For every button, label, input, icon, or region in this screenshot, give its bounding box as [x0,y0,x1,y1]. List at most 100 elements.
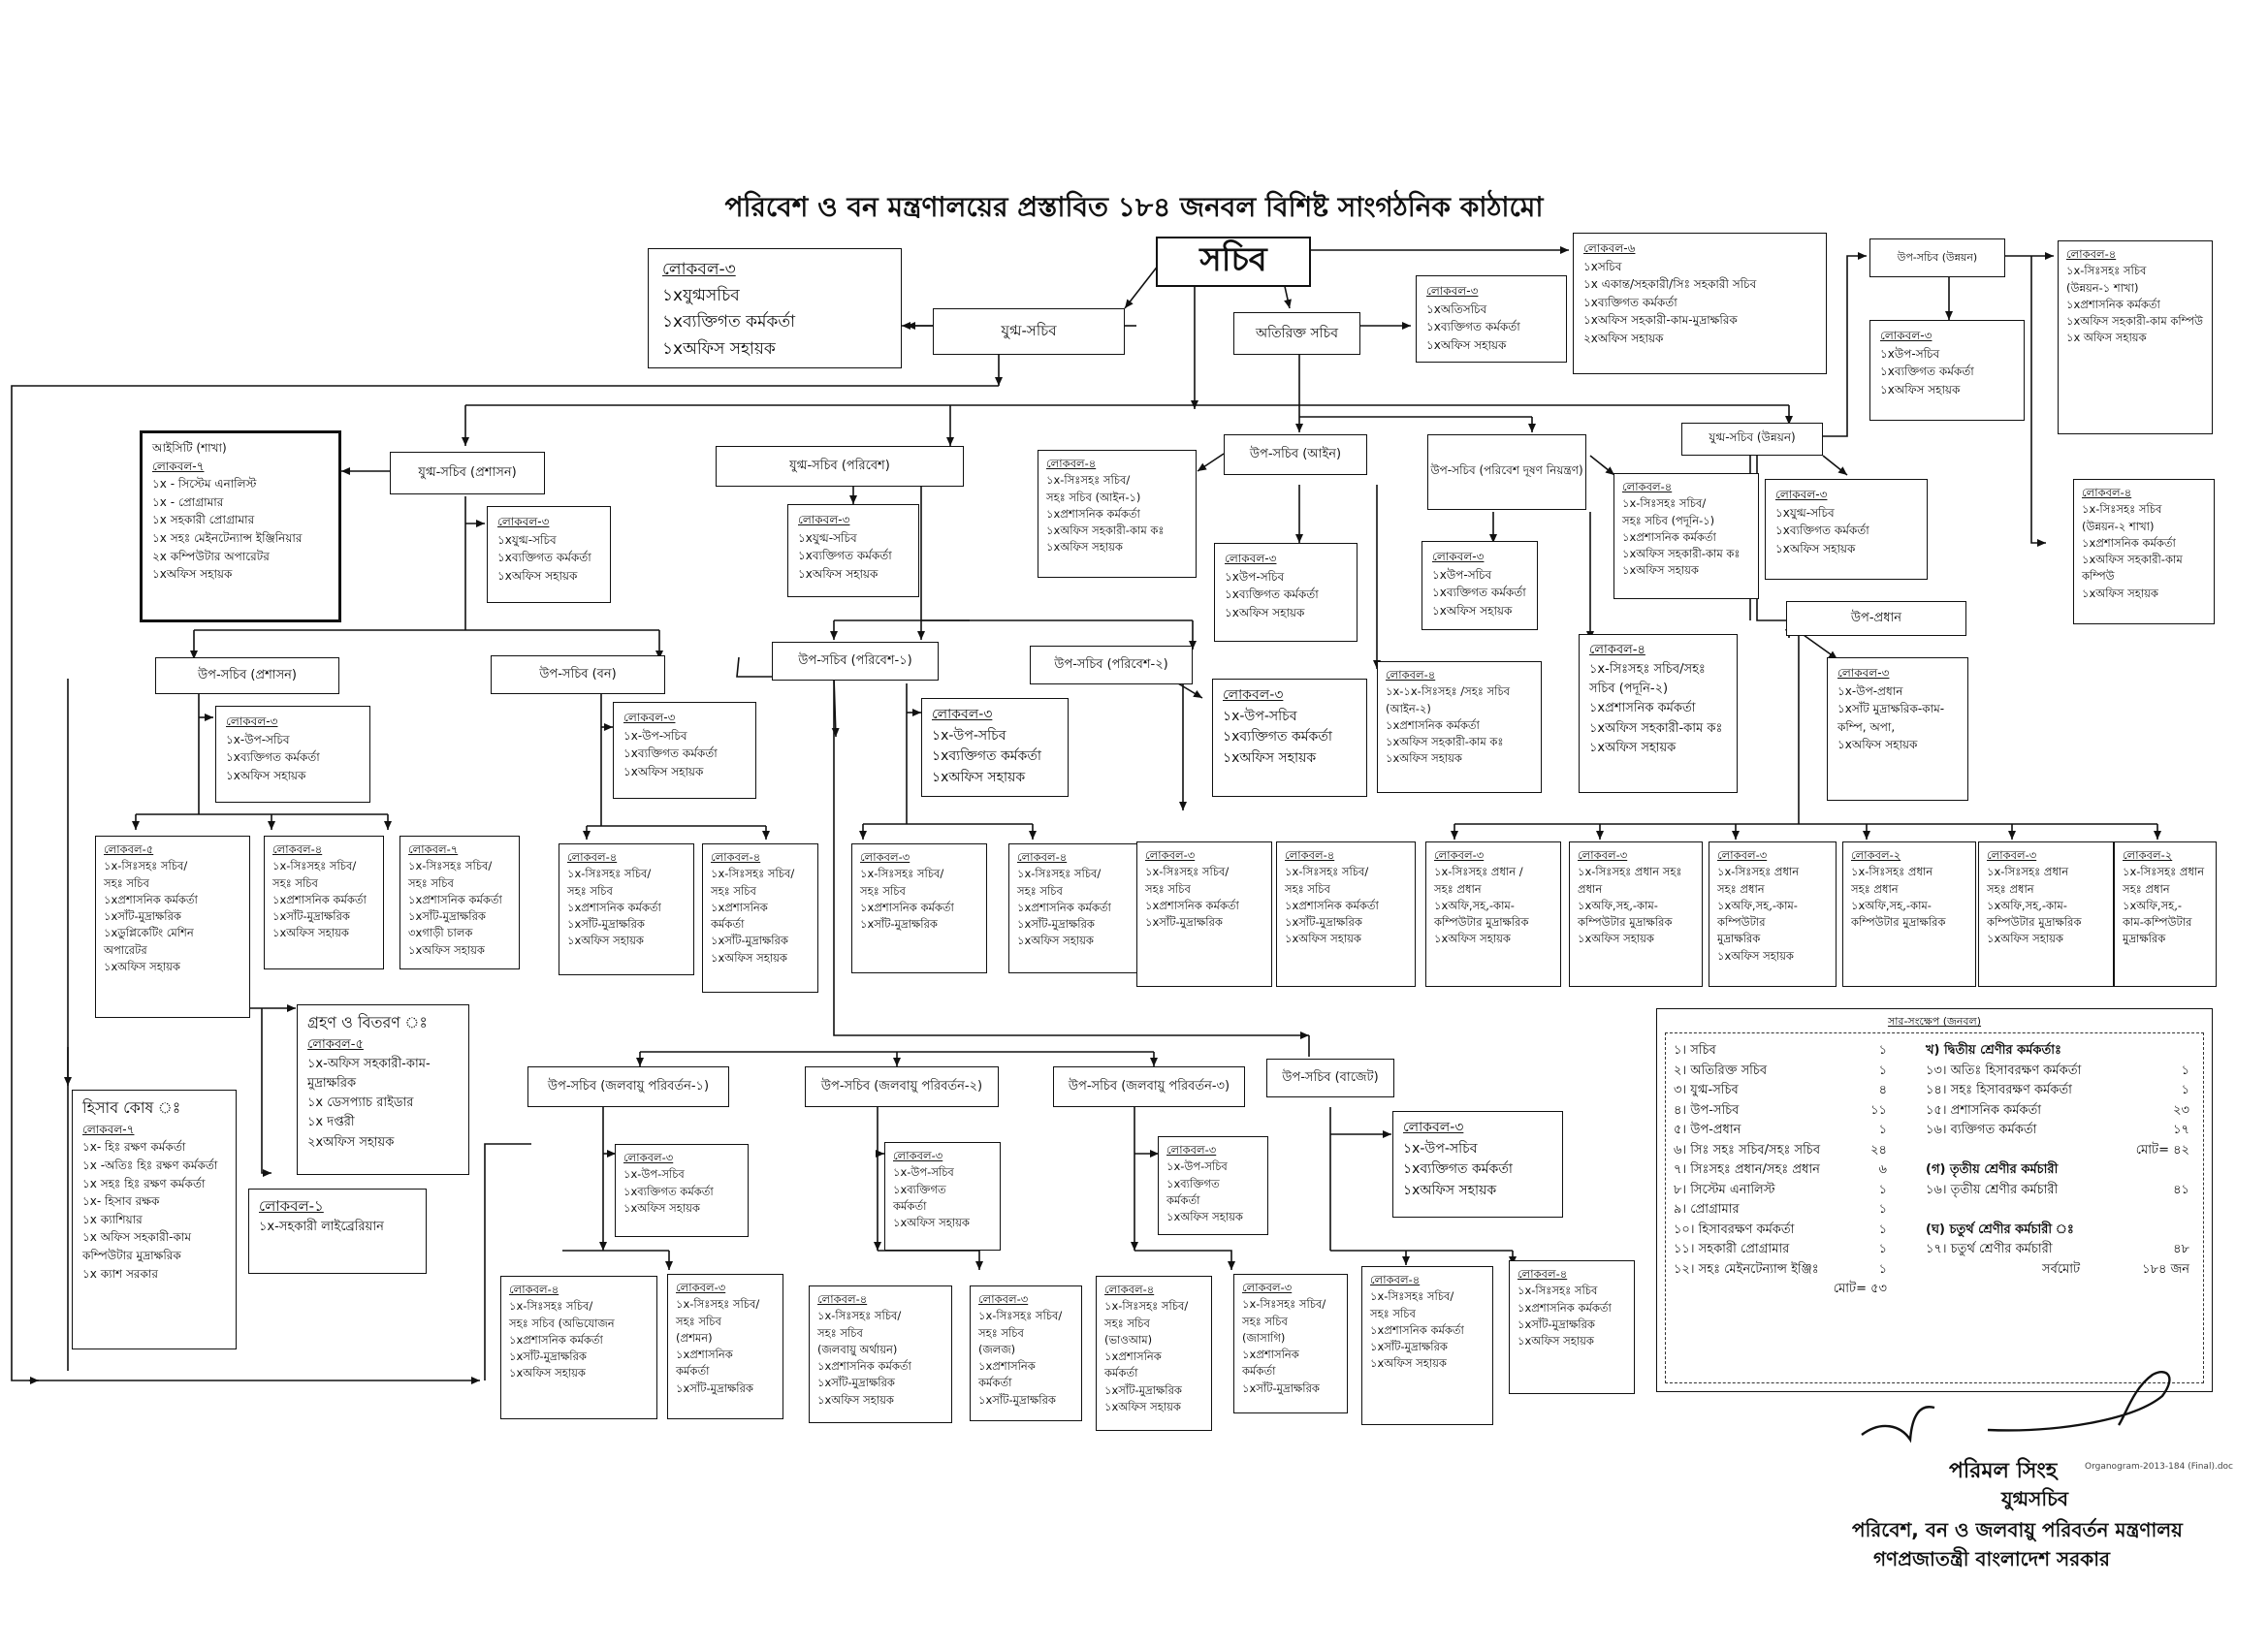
staff-line: ১xঅফি,সহ,-কাম- [1851,898,1932,912]
staff-line: ১xব্যক্তিগত কর্মকর্তা [662,312,796,333]
staff-line: ১x - সিস্টেম এনালিস্ট [152,477,257,492]
staff-line: ১xব্যক্তিগত কর্মকর্তা [1775,524,1869,538]
staff-line: ১xব্যক্তিগত কর্মকর্তা [1880,365,1974,379]
ds-law-staff-box: লোকবল-৩ ১xউপ-সচিব ১xব্যক্তিগত কর্মকর্তা … [1214,543,1358,642]
staff-heading: লোকবল-৪ [1285,848,1335,862]
ministry-name: পরিবেশ, বন ও জলবায়ু পরিবর্তন মন্ত্রণালয… [1852,1518,2183,1541]
staff-line: ১xসাঁট-মুদ্রাক্ষরিক [408,909,486,923]
staff-line: ১xসাঁট-মুদ্রাক্ষরিক [509,1349,587,1363]
staff-line: ১x-সিঃসহঃ সচিব/ [817,1309,902,1323]
bottom-section-box: লোকবল-৩ ১x-সিঃসহঃ সচিব/ সহঃ সচিব (জলজ) ১… [970,1285,1082,1421]
staff-line: ১x-সিঃসহঃ সচিব/ [1104,1299,1189,1314]
staff-line: সহঃ সচিব [1104,1316,1150,1330]
staff-line: ১xপ্রশাসনিক কর্মকর্তা [860,900,954,914]
staff-line: ১x-সিঃসহঃ সচিব/ [1145,865,1230,879]
staff-line: ১xঅফিস সহায়ক [798,566,878,581]
staff-line: কাম-কম্পিউটার [2123,915,2192,929]
staff-line: ১xপ্রশাসনিক কর্মকর্তা [1046,506,1140,521]
staff-line: ১xঅফি,সহ,-কাম- [1434,898,1515,912]
staff-line: ১xপ্রশাসনিক কর্মকর্তা [1517,1300,1612,1315]
staff-heading: লোকবল-৩ [1145,848,1196,862]
staff-line: ১xঅফিস সহায়ক [226,768,306,782]
staff-line: ১xঅফিস সহকারী-কাম কম্পিউ [2066,314,2203,328]
staff-line: ১xঅফিস সহায়ক [1370,1356,1447,1371]
staff-line: ১xব্যক্তিগত কর্মকর্তা [1426,320,1520,334]
summary-row: ১৭। চতুর্থ শ্রেণীর কর্মচারী৪৮ [1926,1242,2189,1256]
staff-line: ১xঅফিস সহায়ক [1517,1334,1594,1348]
ds-dev-staff-box: লোকবল-৩ ১xউপ-সচিব ১xব্যক্তিগত কর্মকর্তা … [1869,320,2025,421]
staff-line: ১x-সিঃসহঃ সচিব/ [1046,473,1131,488]
section-box: লোকবল-৪ ১x-সিঃসহঃ সচিব/ সহঃ সচিব ১xপ্রশা… [1008,843,1138,973]
bottom-section-box: লোকবল-৪ ১x-সিঃসহঃ সচিব/ সহঃ সচিব ১xপ্রশা… [1361,1266,1493,1425]
staff-line: ১xঅফিস সহায়ক [1166,1210,1243,1223]
staff-heading: লোকবল-৩ [1717,848,1768,862]
staff-line: ১x সহকারী প্রোগ্রামার [152,513,255,527]
staff-line: ১x- হিসাব রক্ষক [82,1194,160,1209]
section-box: লোকবল-২ ১x-সিঃসহঃ প্রধান সহঃ প্রধান ১xঅফ… [1842,841,1976,987]
staff-line: ১xব্যক্তিগত কর্মকর্তা [1583,295,1677,309]
staff-line: ১xসাঁট-মুদ্রাক্ষরিক [1242,1380,1320,1395]
staff-line: কর্মকর্তা [1104,1366,1138,1380]
staff-line: ১x-সিঃসহঃ সচিব [2082,502,2162,517]
deputy-chief-box: উপ-প্রধান [1786,601,1966,636]
staff-line: ১x-উপ-সচিব [623,1167,685,1182]
staff-line: ১x-সিঃসহঃ সচিব/ [408,859,493,873]
staff-line: ১xসাঁট-মুদ্রাক্ষরিক [104,909,181,923]
section-box: লোকবল-৩ ১x-সিঃসহঃ প্রধান সহঃ প্রধান ১xঅফ… [1978,841,2114,987]
law-2-box: লোকবল-৪ ১x-১x-সিঃসহঃ /সহঃ সচিব (আইন-২) ১… [1377,661,1542,793]
staff-line: সহঃ প্রধান [1851,881,1899,896]
staff-line: ১xপ্রশাসনিক কর্মকর্তা [567,900,661,914]
staff-line: ১xপ্রশাসনিক কর্মকর্তা [408,892,502,906]
staff-heading: লোকবল-৩ [1432,550,1485,563]
staff-line: ১xপ্রশাসনিক [676,1348,733,1361]
staff-line: ১xপ্রশাসনিক [1104,1349,1162,1363]
ds-env2-box: উপ-সচিব (পরিবেশ-২) [1030,646,1193,684]
summary-row: ১৪। সহঃ হিসাবরক্ষণ কর্মকর্তা১ [1926,1083,2189,1097]
staff-line: ১xসাঁট মুদ্রাক্ষরিক-কাম- [1837,702,1945,716]
staff-line: ১xব্যক্তিগত কর্মকর্তা [1223,729,1332,746]
staff-line: ১xঅফিস সহায়ক [662,338,776,359]
secy-staff-box: লোকবল-৬ ১xসচিব ১x একান্ত/সহকারী/সিঃ সহকা… [1573,233,1827,374]
summary-row: ১৩। অতিঃ হিসাবরক্ষণ কর্মকর্তা১ [1926,1063,2189,1078]
staff-line: ১x অফিস সহায়ক [2066,331,2147,345]
staff-line: ১xঅফিস সহায়ক [1046,540,1123,555]
staff-line: ১xউপ-সচিব [1880,346,1940,361]
staff-line: ১xঅফিস সহকারী-কাম কঃ [1046,524,1165,537]
section-box: লোকবল-৩ ১x-সিঃসহঃ প্রধান সহঃ প্রধান ১xঅফ… [1709,841,1837,987]
section-box: লোকবল-৩ ১x-সিঃসহঃ সচিব/ সহঃ সচিব ১xপ্রশা… [1136,841,1272,987]
staff-line: ১xপ্রশাসনিক কর্মকর্তা [1370,1322,1464,1337]
staff-heading: লোকবল-৩ [226,714,278,728]
staff-line: (ভাওআম) [1104,1332,1153,1347]
staff-line: ১xঅফিস সহকারী-কাম কঃ [1386,735,1504,748]
staff-heading: লোকবল-৪ [509,1283,559,1296]
ict-cell-box: আইসিটি (শাখা) লোকবল-৭ ১x - সিস্টেম এনালি… [140,430,341,622]
staff-line: প্রধান [1578,881,1603,896]
bottom-section-box: লোকবল-৪ ১x-সিঃসহঃ সচিব/ সহঃ সচিব (জলবায়… [809,1285,952,1423]
staff-line: ১x-সিঃসহঃ সচিব/ [567,867,652,881]
staff-line: ১x ক্যাশ সরকার [82,1266,158,1281]
staff-heading: লোকবল-১ [259,1197,324,1215]
staff-line: ১x-উপ-সচিব [932,727,1006,744]
staff-line: ১x-সিঃসহঃ সচিব [2066,264,2147,278]
summary-row: ১৫। প্রশাসনিক কর্মকর্তা২৩ [1926,1102,2189,1118]
ds-admin-box: উপ-সচিব (প্রশাসন) [155,657,339,694]
staff-heading: লোকবল-৩ [1775,488,1828,501]
summary-subtotal: মোট= ৪২ [2135,1142,2189,1158]
staff-line: কম্পিউটার মুদ্রাক্ষরিক [1851,915,1946,929]
staff-line: মুদ্রাক্ষরিক [1717,932,1761,946]
staff-line: কর্মকর্তা [711,917,745,931]
staff-line: ১xপ্রশাসনিক কর্মকর্তা [1622,529,1716,544]
staff-line: ১xপ্রশাসনিক কর্মকর্তা [817,1359,911,1373]
staff-line: ১xউপ-সচিব [1432,567,1492,582]
staff-line: ১x- হিঃ রক্ষণ কর্মকর্তা [82,1140,186,1155]
staff-line: মুদ্রাক্ষরিক [307,1076,357,1092]
pollution-1-box: লোকবল-৪ ১x-সিঃসহঃ সচিব/ সহঃ সচিব (পদূনি-… [1613,473,1759,599]
staff-heading: লোকবল-২ [1851,848,1901,862]
staff-line: ২x কম্পিউটার অপারেটর [152,549,270,563]
summary-header: (গ) তৃতীয় শ্রেণীর কর্মচারী [1926,1162,2059,1177]
staff-line: ১xপ্রশাসনিক [1242,1348,1299,1361]
staff-line: ১x-সিঃসহঃ প্রধান [1717,865,1800,879]
staff-line: ১x-সিঃসহঃ সচিব/সহঃ [1589,662,1706,678]
staff-line: (আইন-২) [1386,701,1431,715]
